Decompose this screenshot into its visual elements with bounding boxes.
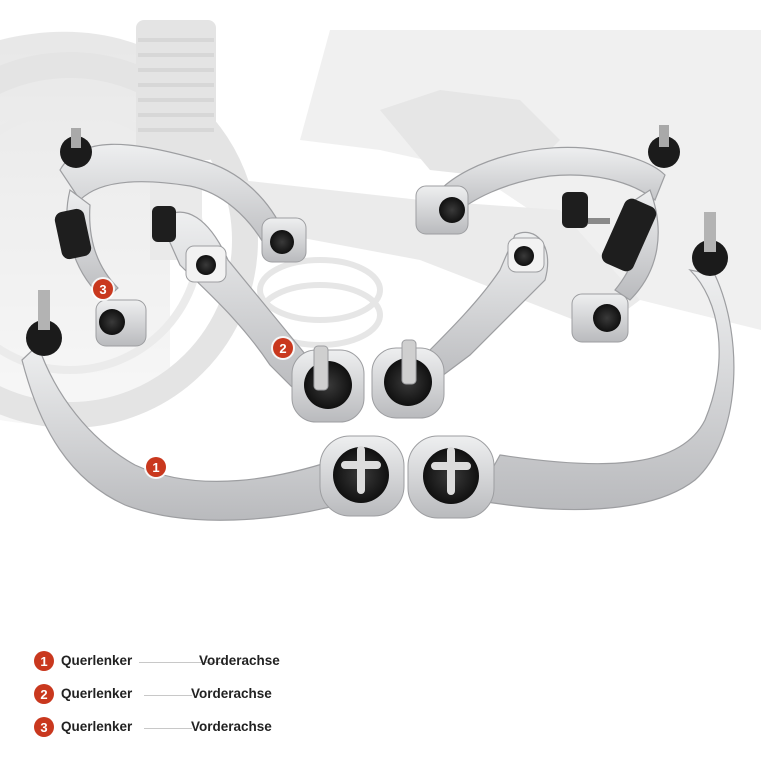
legend-part-name: Querlenker (61, 719, 133, 734)
legend-axle: Vorderachse (191, 719, 272, 734)
strut-arm-right (371, 231, 549, 419)
lower-control-arm-left (21, 290, 405, 521)
legend-part-name: Querlenker (61, 686, 133, 701)
legend-badge-2: 2 (34, 684, 54, 704)
upper-control-arm-right (415, 125, 680, 343)
upper-control-arm-left (54, 128, 307, 347)
legend-badge-3: 3 (34, 717, 54, 737)
legend-row-1: 1 Querlenker Vorderachse (34, 649, 734, 682)
marker-2: 2 (273, 338, 293, 358)
lower-control-arm-right (407, 212, 735, 519)
strut-arm-left (152, 206, 365, 423)
product-photo (0, 20, 761, 620)
legend-badge-1: 1 (34, 651, 54, 671)
marker-1: 1 (146, 457, 166, 477)
legend-axle: Vorderachse (191, 686, 272, 701)
legend-divider-line (144, 695, 192, 696)
legend-row-2: 2 Querlenker Vorderachse (34, 682, 734, 715)
marker-3: 3 (93, 279, 113, 299)
legend-axle: Vorderachse (199, 653, 280, 668)
legend-part-name: Querlenker (61, 653, 133, 668)
legend-divider-line (139, 662, 224, 663)
parts-legend: 1 Querlenker Vorderachse 2 Querlenker Vo… (34, 649, 734, 748)
legend-divider-line (144, 728, 192, 729)
legend-row-3: 3 Querlenker Vorderachse (34, 715, 734, 748)
